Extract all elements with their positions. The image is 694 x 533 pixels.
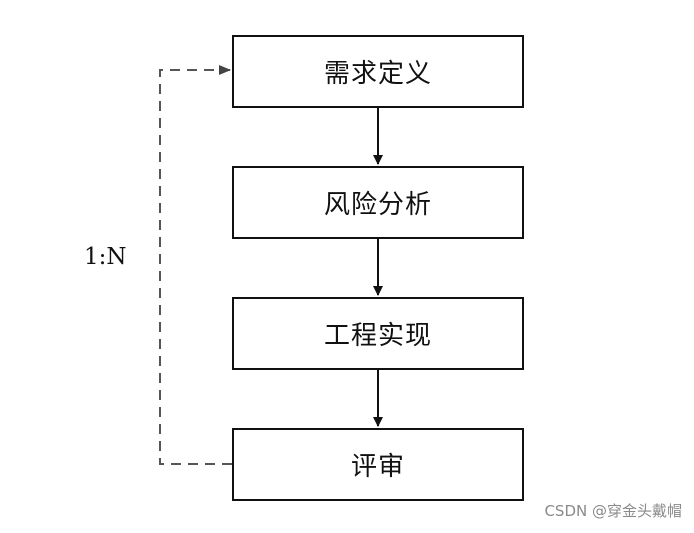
step-label: 需求定义	[323, 59, 432, 89]
feedback-dashed-loop	[159, 65, 232, 465]
step-label: 风险分析	[323, 190, 432, 220]
feedback-ratio-label: 1:N	[84, 244, 127, 270]
step-review: 评审	[232, 428, 524, 501]
step-engineering-implementation: 工程实现	[232, 297, 524, 370]
watermark-text: CSDN @穿金头戴帽	[544, 502, 682, 520]
step-requirements-definition: 需求定义	[232, 35, 524, 108]
step-label: 工程实现	[323, 321, 432, 351]
step-label: 评审	[350, 452, 405, 482]
step-risk-analysis: 风险分析	[232, 166, 524, 239]
